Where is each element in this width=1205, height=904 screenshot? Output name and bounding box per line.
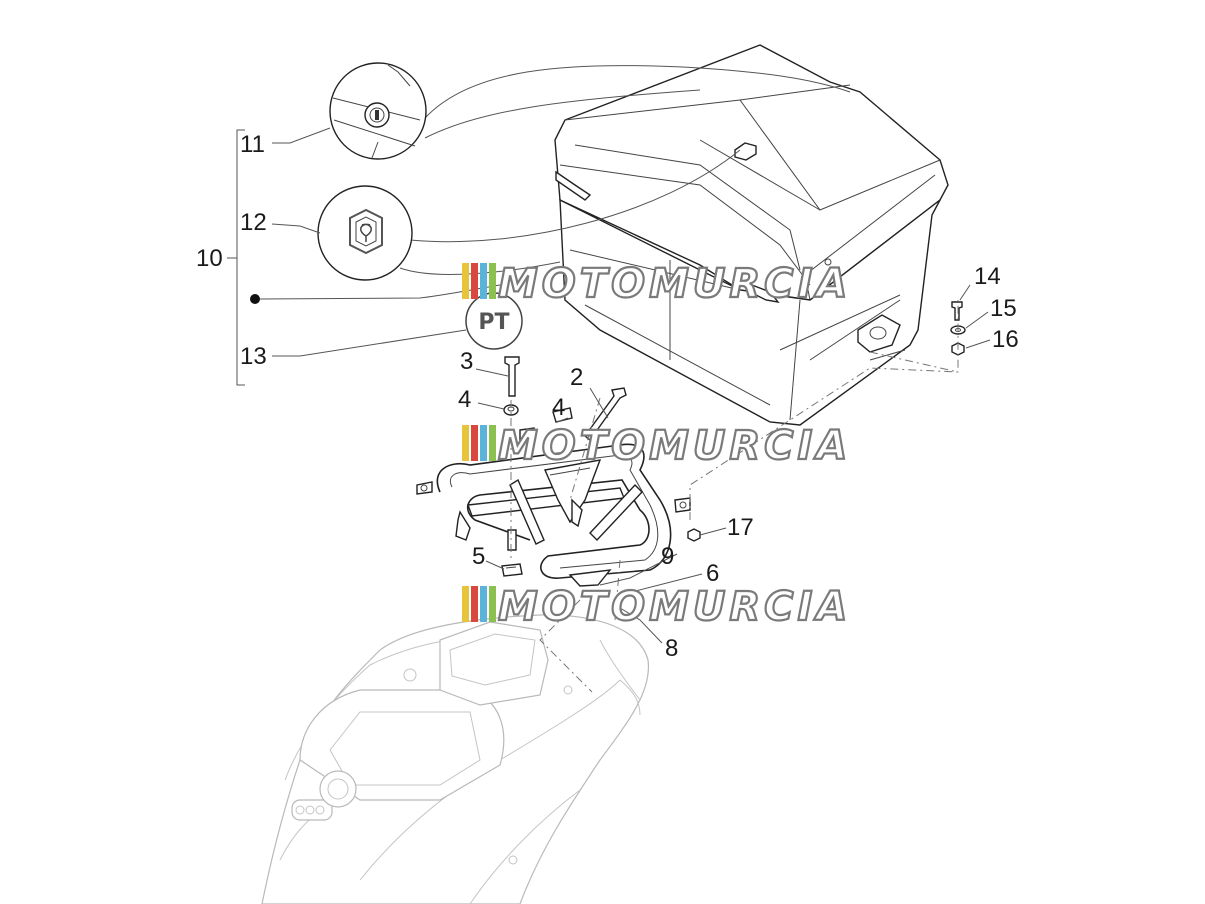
watermark-text-bottom: MOTOMURCIA bbox=[498, 584, 851, 630]
scooter-body-outline bbox=[261, 614, 650, 904]
number-leaders bbox=[475, 284, 991, 644]
watermark-text-top: MOTOMURCIA bbox=[498, 261, 851, 307]
watermark-text-middle: MOTOMURCIA bbox=[498, 423, 851, 469]
nut-17 bbox=[687, 528, 701, 542]
label-10: 10 bbox=[196, 245, 223, 272]
spacer-post bbox=[507, 529, 517, 551]
pt-badge-text: PT bbox=[478, 310, 509, 335]
label-15: 15 bbox=[990, 295, 1017, 322]
bolt-3 bbox=[504, 356, 520, 397]
label-11: 11 bbox=[240, 131, 265, 158]
bolt-14 bbox=[951, 301, 963, 321]
pt-badge-icon: PT bbox=[465, 292, 523, 350]
label-2: 2 bbox=[570, 364, 583, 391]
top-case-box bbox=[554, 44, 949, 426]
label-4-left: 4 bbox=[458, 386, 471, 413]
label-8: 8 bbox=[665, 635, 678, 662]
lock-detail-callout bbox=[329, 62, 851, 160]
label-12: 12 bbox=[240, 209, 267, 236]
watermark-middle: MOTOMURCIA bbox=[462, 422, 851, 470]
label-16: 16 bbox=[992, 326, 1019, 353]
label-4-right: 4 bbox=[552, 394, 565, 421]
watermark-top: MOTOMURCIA bbox=[462, 260, 851, 308]
part-labels: 11 12 10 13 3 4 2 4 5 9 6 8 17 14 15 16 bbox=[196, 131, 1019, 662]
label-5: 5 bbox=[472, 543, 485, 570]
label-3: 3 bbox=[460, 348, 473, 375]
label-9: 9 bbox=[661, 543, 674, 570]
group-10-bracket bbox=[227, 127, 501, 386]
lock-cylinder-icon bbox=[364, 102, 390, 128]
label-6: 6 bbox=[706, 560, 719, 587]
piaggio-emblem-icon bbox=[349, 208, 383, 255]
label-17: 17 bbox=[727, 514, 754, 541]
label-13: 13 bbox=[240, 343, 267, 370]
watermark-bottom: MOTOMURCIA bbox=[462, 583, 851, 631]
assembly-lines bbox=[510, 300, 959, 693]
clip-5 bbox=[501, 563, 523, 577]
label-14: 14 bbox=[974, 263, 1001, 290]
